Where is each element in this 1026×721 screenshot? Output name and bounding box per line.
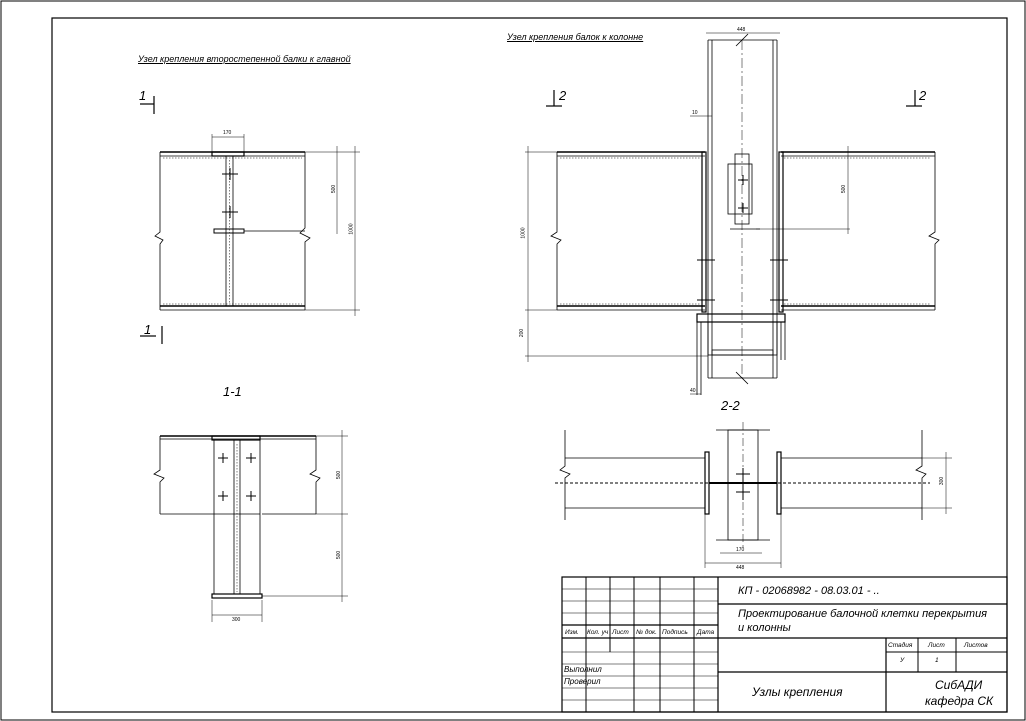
dim-170-left: 170 [223, 130, 232, 136]
section-view-title-11: 1-1 [223, 384, 242, 399]
dim-448-column-top: 448 [737, 27, 746, 33]
sheets-label: Листов [964, 642, 988, 649]
section-view-title-22: 2-2 [721, 398, 740, 413]
project-title-line2: и колонны [738, 622, 791, 634]
col-list: Лист [612, 629, 629, 636]
project-title-line1: Проектирование балочной клетки перекрыти… [738, 608, 988, 620]
dim-448-plan: 448 [736, 565, 745, 571]
vypolnil-label: Выполнил [564, 665, 602, 674]
title-block [561, 576, 1008, 713]
col-n-dok: № док. [636, 629, 657, 636]
col-podpis: Подпись [662, 629, 688, 636]
dim-1000-column: 1000 [520, 227, 527, 239]
column-elevation [525, 32, 940, 395]
section-mark-2 [546, 90, 922, 107]
section-mark-1 [140, 96, 163, 344]
col-izm: Изм. [565, 629, 579, 636]
col-kol-uch: Кол. уч [587, 629, 609, 636]
inner-frame [51, 17, 1008, 713]
drawing-code: КП - 02068982 - 08.03.01 - .. [738, 585, 880, 597]
dim-170-plan: 170 [736, 547, 745, 553]
title-beam-column-node: Узел крепления балок к колонне [507, 32, 644, 42]
dim-10: 10 [692, 110, 698, 116]
dim-500-left: 500 [331, 184, 338, 194]
dim-500-section-upper: 500 [336, 470, 343, 480]
dim-40: 40 [690, 388, 696, 394]
left-elevation [154, 134, 360, 316]
org-line2: кафедра СК [925, 694, 994, 708]
dim-200-column: 200 [519, 328, 526, 338]
title-secondary-beam-node: Узел крепления второстепенной балки к гл… [138, 54, 351, 64]
section-label-1-top: 1 [139, 88, 147, 103]
section-22-view [555, 422, 952, 568]
dim-1000-left: 1000 [348, 223, 355, 235]
dim-300-section: 300 [232, 617, 241, 623]
proveril-label: Проверил [564, 677, 601, 686]
section-label-2-right: 2 [919, 88, 927, 103]
section-11-view [153, 430, 348, 622]
section-label-1-bottom: 1 [144, 322, 152, 337]
sheet-label: Лист [928, 642, 945, 649]
stage-value: У [900, 657, 905, 664]
section-label-2-left: 2 [559, 88, 567, 103]
dim-500-section-lower: 500 [336, 550, 343, 560]
org-line1: СибАДИ [935, 678, 983, 692]
sheet-value: 1 [935, 657, 939, 664]
stage-label: Стадия [888, 642, 913, 649]
dim-300-plan: 300 [939, 476, 946, 486]
dim-500-column: 500 [841, 184, 848, 194]
col-data: Дата [697, 629, 715, 636]
drawing-name: Узлы крепления [752, 685, 843, 699]
